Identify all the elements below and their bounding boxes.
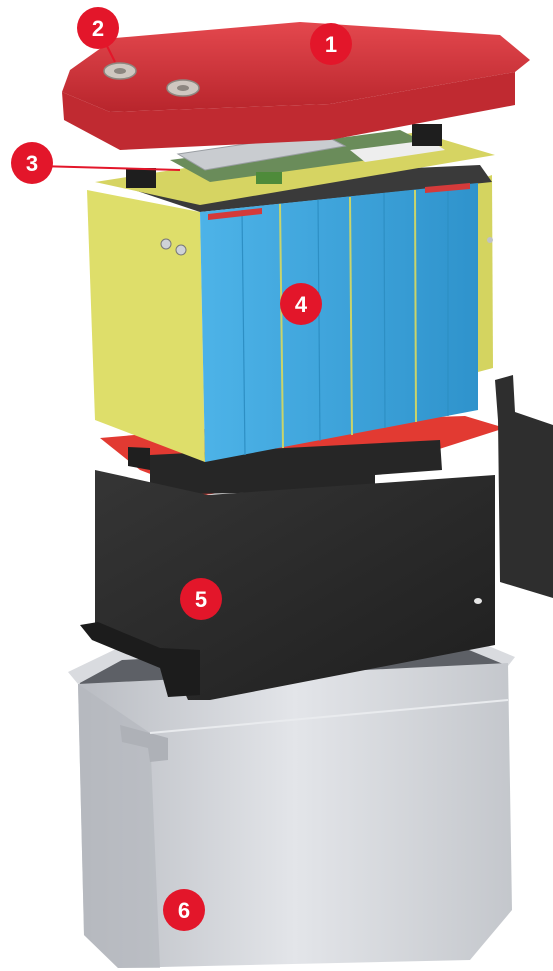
insulation-left <box>87 190 205 462</box>
terminal-icon <box>177 85 189 91</box>
leader-line-3 <box>38 166 180 170</box>
callout-number: 5 <box>195 587 207 612</box>
callout-2: 2 <box>77 7 119 49</box>
callout-number: 4 <box>295 292 308 317</box>
bms-block <box>126 168 156 188</box>
callout-number: 6 <box>178 898 190 923</box>
callout-5: 5 <box>180 578 222 620</box>
battery-lid <box>62 22 530 150</box>
cell-divider <box>415 190 416 422</box>
bolt-icon <box>176 245 186 255</box>
callout-number: 3 <box>26 151 38 176</box>
bracket-tab-top <box>128 447 150 470</box>
bolt-icon <box>161 239 171 249</box>
bms-chip <box>256 172 282 184</box>
bracket-hole <box>474 598 482 604</box>
bms-block <box>412 124 442 146</box>
callout-number: 2 <box>92 16 104 41</box>
insulation-right <box>478 175 493 372</box>
callout-1: 1 <box>310 23 352 65</box>
bolt-icon <box>487 237 493 243</box>
terminal-icon <box>114 68 126 74</box>
callout-4: 4 <box>280 283 322 325</box>
callout-6: 6 <box>163 889 205 931</box>
callout-number: 1 <box>325 32 337 57</box>
bracket-flap <box>495 375 553 598</box>
callout-3: 3 <box>11 142 53 184</box>
